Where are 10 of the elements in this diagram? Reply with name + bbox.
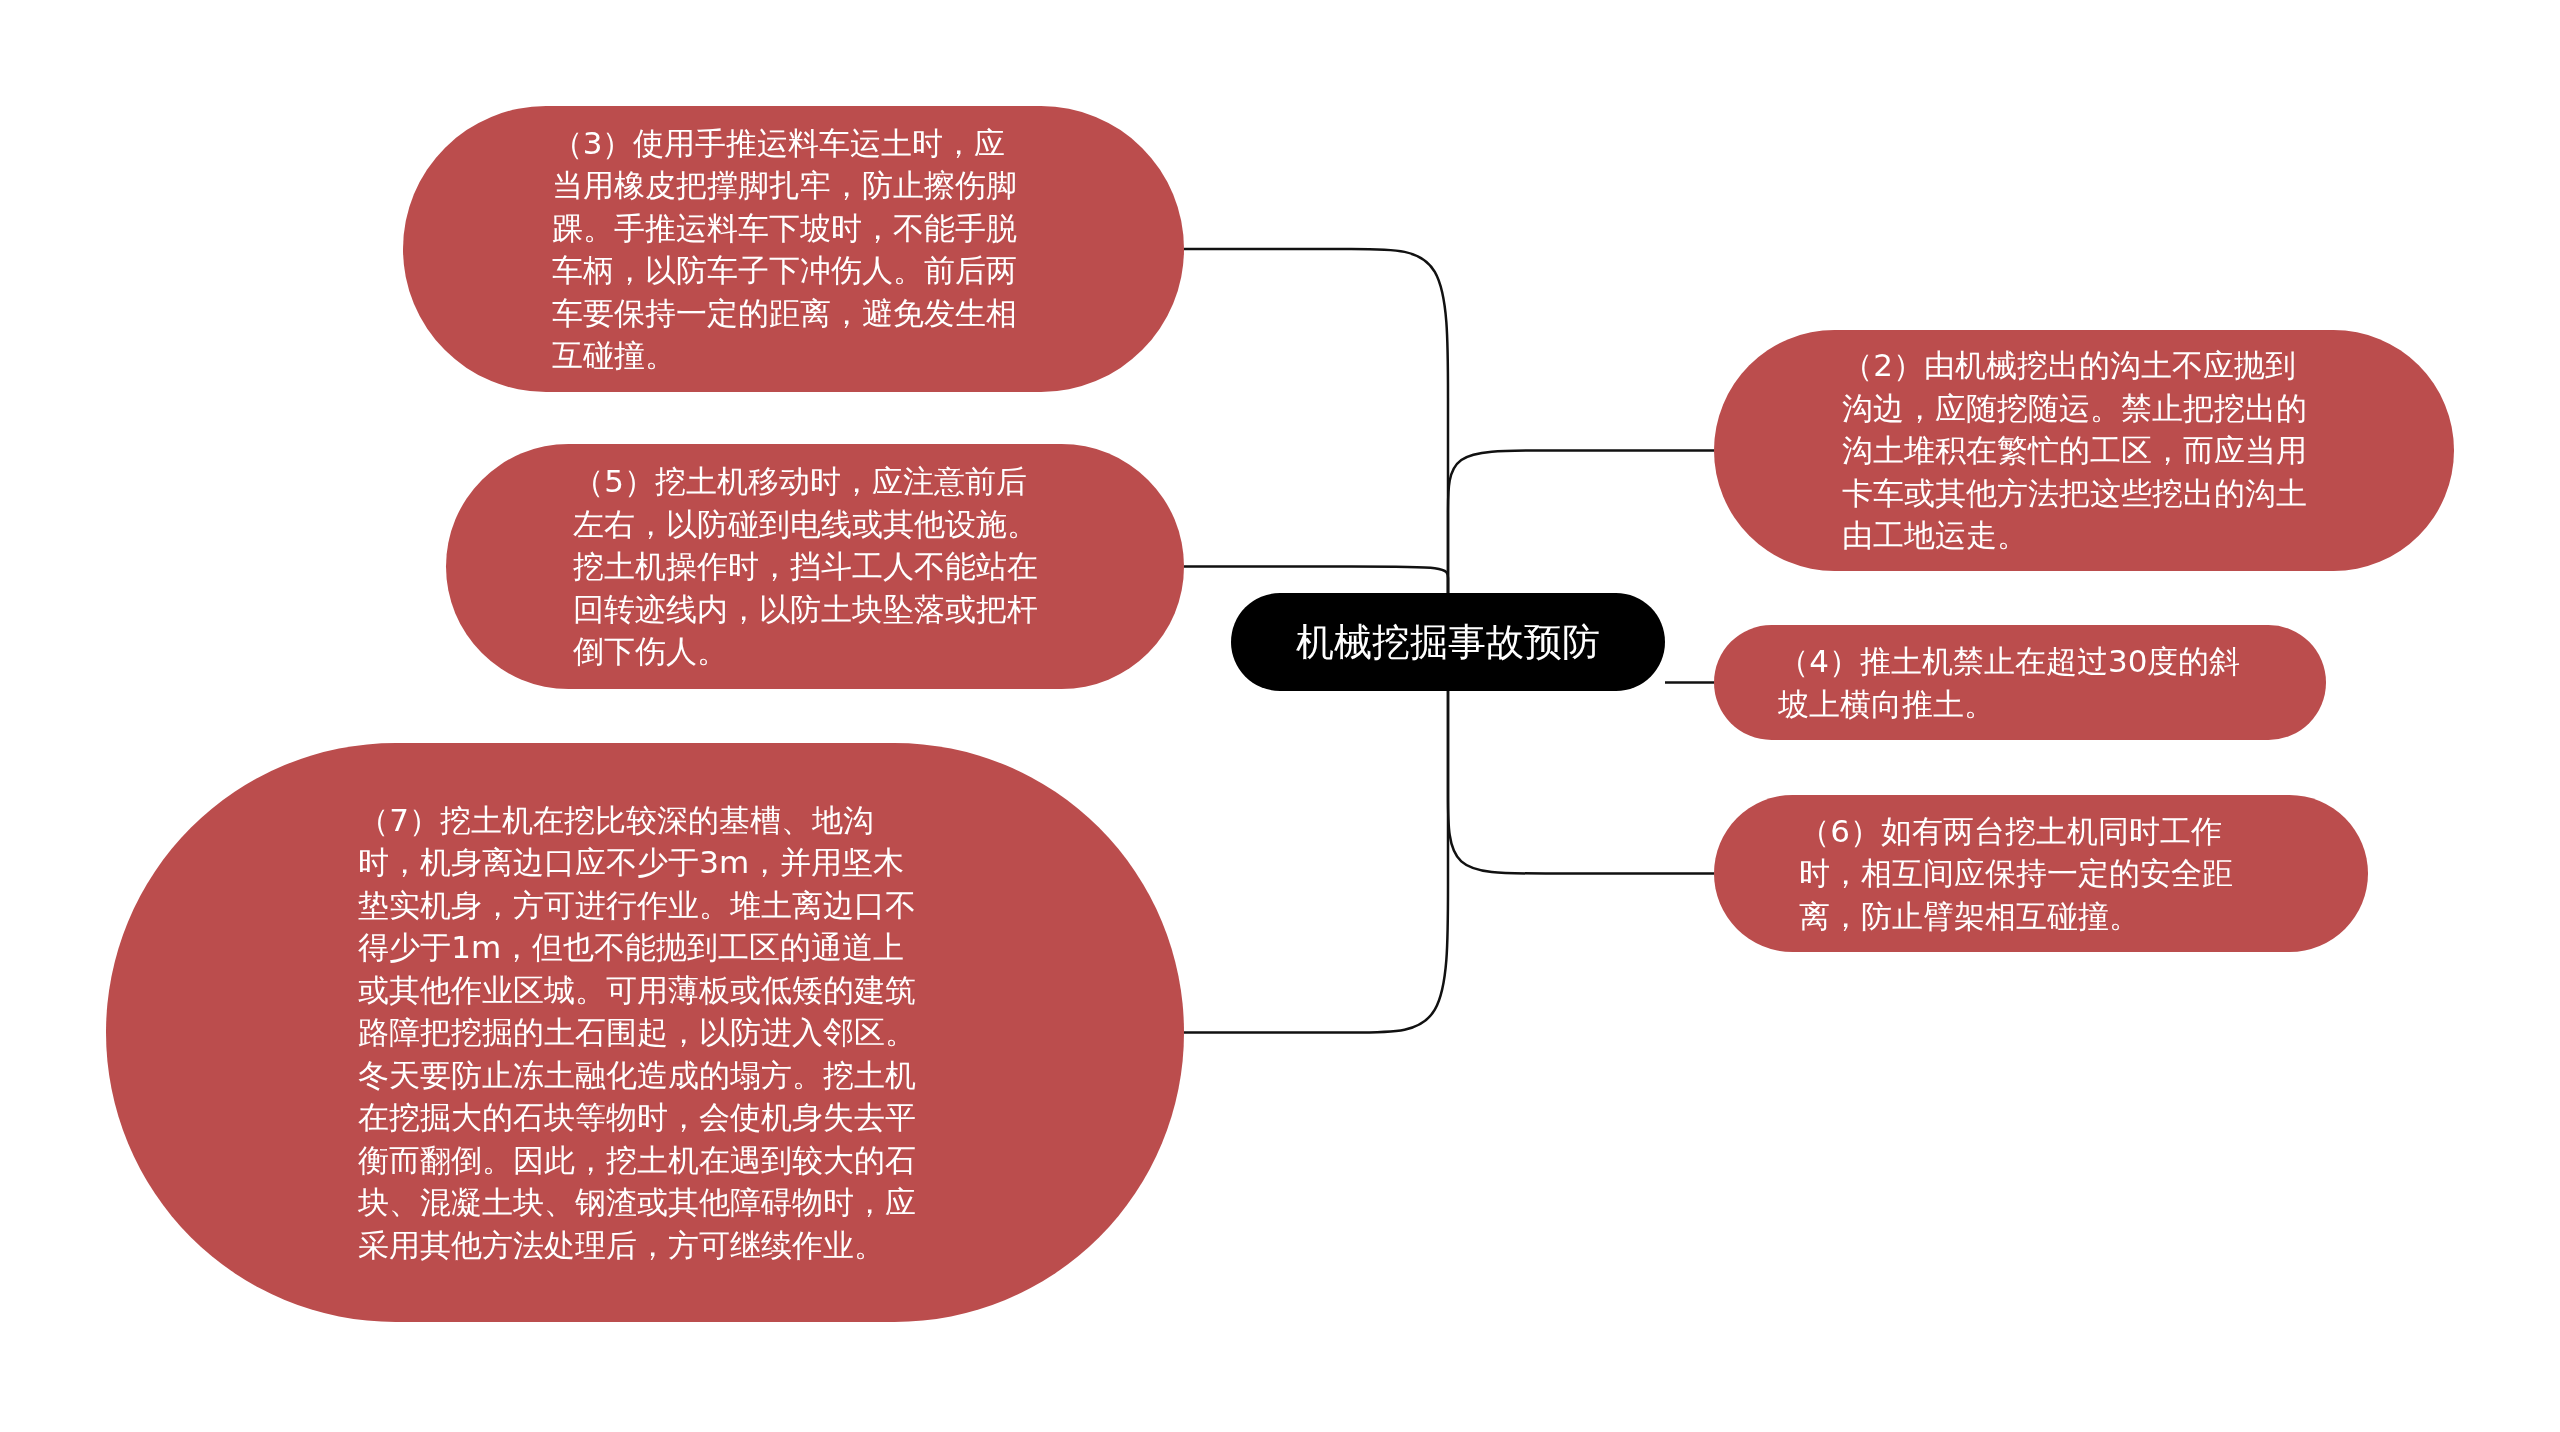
- connector-line: [1665, 681, 1714, 684]
- topic-text: （2）由机械挖出的沟土不应抛到沟边，应随挖随运。禁止把挖出的沟土堆积在繁忙的工区，而应当用卡车或其他方法把这些挖出的沟土由工地运走。: [1842, 346, 2309, 556]
- topic-text: （5）挖土机移动时，应注意前后左右，以防碰到电线或其他设施。挖土机操作时，挡斗工人不能站在回转迹线内，以防土块坠落或把杆倒下伤人。: [573, 462, 1040, 672]
- connector-line: [1184, 565, 1450, 593]
- topic-text: （7）挖土机在挖比较深的基槽、地沟时，机身离边口应不少于3m，并用坚木垫实机身，方可进行作业。堆土离边口不得少于1m，但也不能抛到工区的通道上或其他作业区城。可用薄板或低矮的建筑路障把挖掘的土石围起，以防进入邻区。冬天要防止冻土融化造成的塌方。挖土机在挖掘大的石块等物时，会使机身失去平衡而翻倒。因此，挖土机在遇到较大的石块、混凝土块、钢渣或其他障碍物时，应采用其他方法处理后，方可继续作业。: [358, 800, 918, 1265]
- central-topic-text: 机械挖掘事故预防: [1296, 619, 1600, 666]
- connector-line: [1184, 691, 1450, 1034]
- topic-text: （6）如有两台挖土机同时工作时，相互间应保持一定的安全距离，防止臂架相互碰撞。: [1799, 811, 2235, 936]
- topic-text: （4）推土机禁止在超过30度的斜坡上横向推土。: [1778, 642, 2242, 724]
- topic-text: （3）使用手推运料车运土时，应当用橡皮把撑脚扎牢，防止擦伤脚踝。手推运料车下坡时，不能手脱车柄，以防车子下冲伤人。前后两车要保持一定的距离，避免发生相互碰撞。: [551, 123, 1018, 375]
